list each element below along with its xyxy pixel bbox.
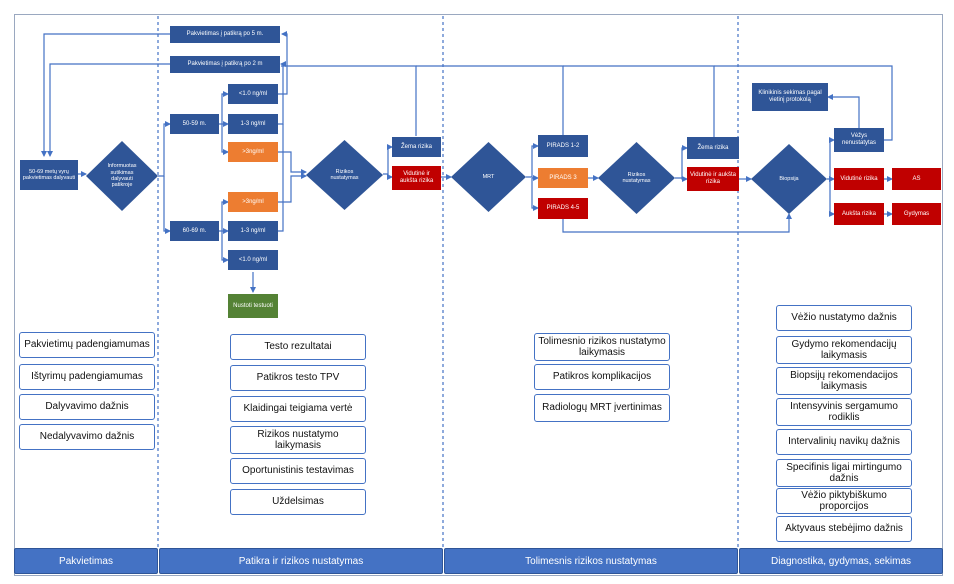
clinical-followup-box: Klinikinis sekimas pagal vietinį protoko… <box>752 83 828 111</box>
phase-bar-invitation: Pakvietimas <box>14 548 158 574</box>
psa-lt1-box-a: <1.0 ng/ml <box>228 84 278 104</box>
metric-nonparticipation-rate: Nedalyvavimo dažnis <box>19 424 155 450</box>
age-50-59-box: 50-59 m. <box>170 114 219 134</box>
metric-false-positive: Klaidingai teigiama vertė <box>230 396 366 422</box>
mri-label: MRT <box>482 173 495 180</box>
metric-test-ppv: Patikros testo TPV <box>230 365 366 391</box>
phase-bar-screening: Patikra ir rizikos nustatymas <box>159 548 443 574</box>
metric-intensive-incidence: Intensyvinis sergamumo rodiklis <box>776 398 912 426</box>
intermediate-risk-box: Vidutinė rizika <box>834 168 884 190</box>
diagram-frame <box>14 14 943 576</box>
metric-invitation-coverage: Pakvietimų padengiamumas <box>19 332 155 358</box>
metric-active-surveillance-rate: Aktyvaus stebėjimo dažnis <box>776 516 912 542</box>
metric-delay: Uždelsimas <box>230 489 366 515</box>
metric-participation-rate: Dalyvavimo dažnis <box>19 394 155 420</box>
metric-disease-specific-mortality: Specifinis ligai mirtingumo dažnis <box>776 459 912 487</box>
invite-5y-box: Pakvietimas į patikrą po 5 m. <box>170 26 280 43</box>
risk-assessment-decision-2: Rizikos nustatymas <box>598 142 675 214</box>
treatment-box: Gydymas <box>892 203 941 225</box>
stop-testing-box: Nustoti testuoti <box>228 294 278 318</box>
pirads-1-2-box: PIRADS 1-2 <box>538 135 588 157</box>
metric-radiologist-mri-evaluation: Radiologų MRT įvertinimas <box>534 394 670 422</box>
psa-gt3-box-a: >3ng/ml <box>228 142 278 162</box>
low-risk-box-1: Žema rizika <box>392 137 441 157</box>
metric-biopsy-recommendation-adherence: Biopsijų rekomendacijos laikymasis <box>776 367 912 395</box>
pirads-4-5-box: PIRADS 4-5 <box>538 198 588 219</box>
metric-opportunistic-testing: Oportunistinis testavimas <box>230 458 366 484</box>
invite-men-box: 50-69 metų vyrų pakvietimas dalyvauti <box>20 160 78 190</box>
pirads-3-box: PIRADS 3 <box>538 168 588 188</box>
mid-high-risk-box-1: Vidutinė ir aukšta rizika <box>392 166 441 190</box>
invite-2y-box: Pakvietimas į patikrą po 2 m <box>170 56 280 73</box>
metric-test-results: Testo rezultatai <box>230 334 366 360</box>
phase-bar-diagnostics: Diagnostika, gydymas, sekimas <box>739 548 943 574</box>
metric-interval-cancer-rate: Intervalinių navikų dažnis <box>776 429 912 455</box>
metric-examination-coverage: Ištyrimų padengiamumas <box>19 364 155 390</box>
as-box: AS <box>892 168 941 190</box>
psa-1-3-box-b: 1-3 ng/ml <box>228 221 278 241</box>
risk-assessment-label-2: Rizikos nustatymas <box>622 171 651 184</box>
risk-assessment-label-1: Rizikos nustatymas <box>330 168 359 181</box>
metric-risk-assessment-adherence: Rizikos nustatymo laikymasis <box>230 426 366 454</box>
mri-decision: MRT <box>451 142 526 212</box>
biopsy-decision: Biopsija <box>751 144 827 214</box>
mid-high-risk-box-2: Vidutinė ir aukšta rizika <box>687 167 739 191</box>
psa-1-3-box-a: 1-3 ng/ml <box>228 114 278 134</box>
age-60-69-box: 60-69 m. <box>170 221 219 241</box>
biopsy-label: Biopsija <box>779 175 799 182</box>
informed-consent-label: Informuotas sutikimas dalyvauti patikroj… <box>107 163 137 189</box>
phase-bar-further-risk: Tolimesnis rizikos nustatymas <box>444 548 738 574</box>
risk-assessment-decision-1: Rizikos nustatymas <box>306 140 383 210</box>
low-risk-box-2: Žema rizika <box>687 137 739 159</box>
metric-further-risk-adherence: Tolimesnio rizikos nustatymo laikymasis <box>534 333 670 361</box>
metric-treatment-recommendation-adherence: Gydymo rekomendacijų laikymasis <box>776 336 912 364</box>
psa-lt1-box-b: <1.0 ng/ml <box>228 250 278 270</box>
metric-cancer-grade-proportions: Vėžio piktybiškumo proporcijos <box>776 488 912 514</box>
cancer-not-found-box: Vėžys nenustatytas <box>834 128 884 152</box>
metric-screening-complications: Patikros komplikacijos <box>534 364 670 390</box>
metric-cancer-detection-rate: Vėžio nustatymo dažnis <box>776 305 912 331</box>
informed-consent-decision: Informuotas sutikimas dalyvauti patikroj… <box>86 141 158 211</box>
high-risk-box: Aukšta rizika <box>834 203 884 225</box>
psa-gt3-box-b: >3ng/ml <box>228 192 278 212</box>
